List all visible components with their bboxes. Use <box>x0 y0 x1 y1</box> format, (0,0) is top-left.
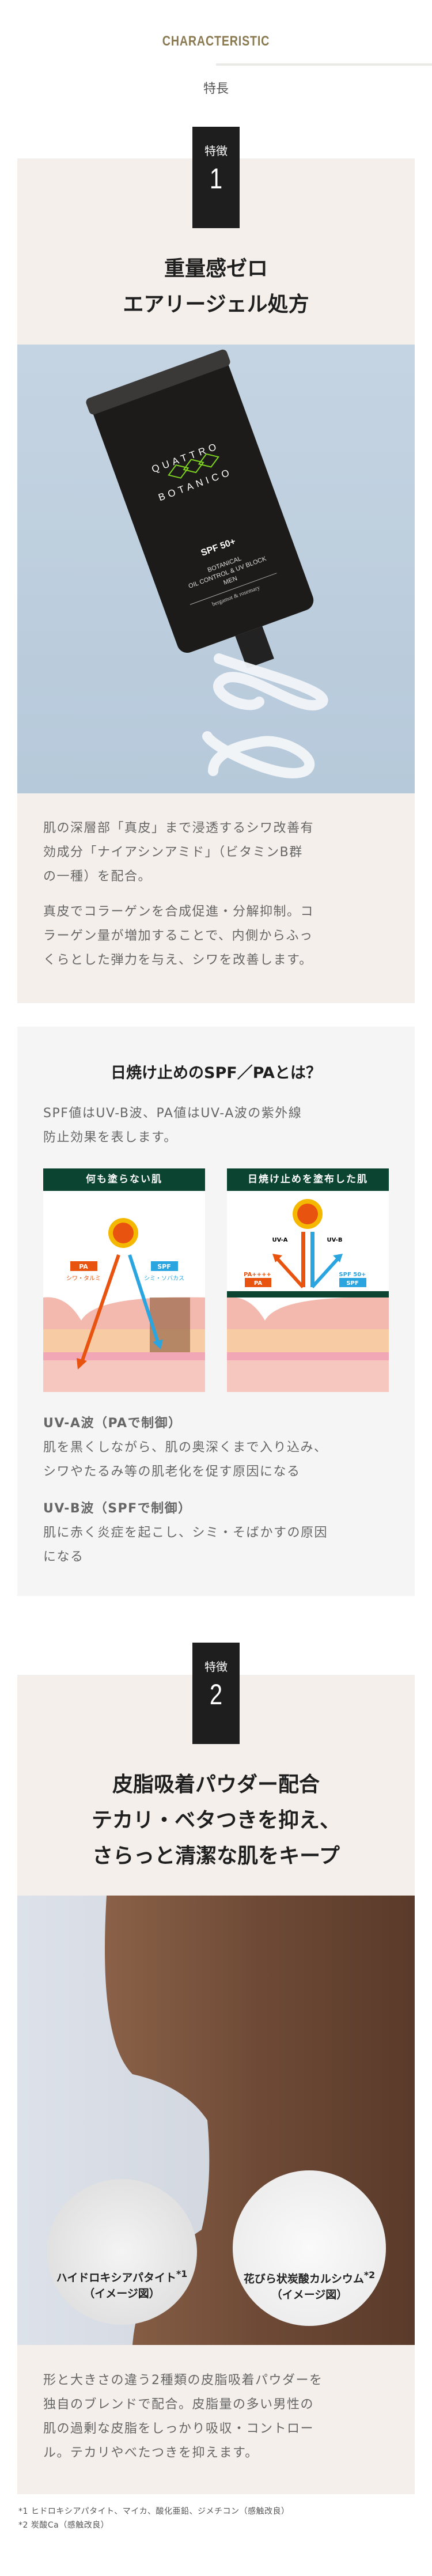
spf-tag-label: SPF <box>157 1263 171 1270</box>
uva-label: UV-A <box>272 1237 287 1243</box>
title-line: さらっと清潔な肌をキープ <box>92 1844 340 1868</box>
uva-arrow <box>79 1254 120 1364</box>
skin-layers <box>227 1297 389 1392</box>
powder-circle-calcium-carbonate: 花びら状炭酸カルシウム*2 （イメージ図） <box>233 2170 386 2326</box>
circle-label: 花びら状炭酸カルシウム <box>243 2272 364 2285</box>
uvb-label: UV-B <box>327 1237 343 1243</box>
divider <box>216 63 432 66</box>
title-line: 重量感ゼロ <box>164 257 268 281</box>
uva-heading: UV-A波（PAで制御） <box>43 1416 182 1431</box>
sunscreen-film <box>227 1291 389 1298</box>
uvb-reflect-arrow <box>310 1255 341 1289</box>
feature-1-title: 重量感ゼロ エアリージェル処方 <box>0 251 432 323</box>
spf-value: SPF 50+ <box>339 1272 366 1278</box>
footnote: *2 炭酸Ca（感触改良） <box>18 2521 109 2530</box>
skin-layers <box>43 1297 205 1392</box>
spf-pa-title: 日焼け止めのSPF／PAとは？ <box>111 1064 321 1082</box>
text-line: 効成分「ナイアシンアミド」（ビタミンB群 <box>43 845 303 860</box>
badge-label: 特徴 <box>204 1660 228 1674</box>
uva-reflect-arrow <box>274 1255 305 1289</box>
uvb-arrow <box>128 1254 160 1344</box>
powder-circle-hydroxyapatite: ハイドロキシアパタイト*1 （イメージ図） <box>47 2179 197 2325</box>
circle-label: ハイドロキシアパタイト <box>56 2271 176 2284</box>
spf-tag <box>151 1261 178 1271</box>
feature-1-paragraph: 真皮でコラーゲンを合成促進・分解抑制。コ ラーゲン量が増加することで、内側からふ… <box>43 900 389 973</box>
text-line: 防止効果を表します。 <box>43 1130 177 1145</box>
pa-value: PA++++ <box>244 1272 271 1278</box>
badge-label: 特徴 <box>204 144 228 158</box>
text-line: 肌の深層部「真皮」まで浸透するシワ改善有 <box>43 821 314 835</box>
product-tube: QUATTRO BOTANICO SPF 50+ BOTANICAL OIL C… <box>86 349 314 669</box>
uva-explanation: UV-A波（PAで制御） 肌を黒くしながら、肌の奥深くまで入り込み、 シワやたる… <box>43 1412 389 1484</box>
feature-2-paragraph: 形と大きさの違う2種類の皮脂吸着パウダーを 独自のブレンドで配合。皮脂量の多い男… <box>43 2369 389 2465</box>
text-line: シワやたるみ等の肌老化を促す原因になる <box>43 1465 301 1479</box>
gel-swirl <box>202 653 328 779</box>
title-line: テカリ・ベタつきを抑え、 <box>91 1809 340 1832</box>
footnote: *1 ヒドロキシアパタイト、マイカ、酸化亜鉛、ジメチコン（感触改良） <box>18 2507 290 2516</box>
sun-icon <box>108 1218 138 1248</box>
text-line: 肌を黒くしながら、肌の奥深くまで入り込み、 <box>43 1440 328 1455</box>
title-line: 皮脂吸着パウダー配合 <box>112 1773 320 1796</box>
diagram-header: 日焼け止めを塗布した肌 <box>227 1168 389 1191</box>
footnote-ref: *2 <box>363 2269 376 2280</box>
text-line: 肌に赤く炎症を起こし、シミ・そばかすの原因 <box>43 1526 328 1540</box>
badge-number: 2 <box>209 1678 223 1711</box>
text-line: 形と大きさの違う2種類の皮脂吸着パウダーを <box>43 2373 323 2388</box>
pa-effect-label: シワ・タルミ <box>66 1275 101 1282</box>
text-line: SPF値はUV-B波、PA値はUV-A波の紫外線 <box>43 1106 302 1121</box>
feature-1-paragraph: 肌の深層部「真皮」まで浸透するシワ改善有 効成分「ナイアシンアミド」（ビタミンB… <box>43 816 389 889</box>
text-line: になる <box>43 1550 84 1564</box>
uvb-explanation: UV-B波（SPFで制御） 肌に赤く炎症を起こし、シミ・そばかすの原因 になる <box>43 1497 389 1569</box>
model-photo: ハイドロキシアパタイト*1 （イメージ図） 花びら状炭酸カルシウム*2 （イメー… <box>17 1896 415 2345</box>
spf-effect-label: シミ・ソバカス <box>144 1275 184 1282</box>
feature-2-title: 皮脂吸着パウダー配合 テカリ・ベタつきを抑え、 さらっと清潔な肌をキープ <box>0 1767 432 1874</box>
text-line: 真皮でコラーゲンを合成促進・分解抑制。コ <box>43 905 314 919</box>
diagram-bare-skin: 何も塗らない肌 PA シワ・タルミ SPF シミ・ソバカス <box>43 1168 205 1392</box>
pa-tag-label: PA <box>79 1263 88 1270</box>
product-photo: QUATTRO BOTANICO SPF 50+ BOTANICAL OIL C… <box>17 345 415 793</box>
section-eyebrow: CHARACTERISTIC <box>162 33 270 49</box>
logo-mark-icon <box>168 453 219 479</box>
diagram-header: 何も塗らない肌 <box>43 1168 205 1191</box>
title-line: エアリージェル処方 <box>123 293 309 316</box>
feature-2-badge: 特徴 2 <box>192 1643 240 1744</box>
circle-caption: （イメージ図） <box>84 2287 160 2300</box>
text-line: 肌の過剰な皮脂をしっかり吸収・コントロー <box>43 2422 314 2436</box>
pa-tag-label: PA <box>254 1280 262 1287</box>
circle-caption: （イメージ図） <box>271 2288 348 2301</box>
text-line: ル。テカリやべたつきを抑えます。 <box>43 2446 259 2460</box>
feature-1-badge: 特徴 1 <box>192 127 240 228</box>
badge-number: 1 <box>209 162 223 195</box>
uvb-heading: UV-B波（SPFで制御） <box>43 1501 192 1516</box>
spf-tag-label: SPF <box>346 1280 358 1287</box>
text-line: 独自のブレンドで配合。皮脂量の多い男性の <box>43 2397 314 2412</box>
sun-icon <box>293 1199 323 1229</box>
diagram-sunscreen-skin: 日焼け止めを塗布した肌 UV-A UV-B PA++++ PA SPF 50+ … <box>227 1168 389 1392</box>
pa-tag <box>70 1261 97 1271</box>
section-title: 特長 <box>203 82 229 96</box>
spf-pa-intro: SPF値はUV-B波、PA値はUV-A波の紫外線 防止効果を表します。 <box>43 1102 389 1150</box>
footnote-ref: *1 <box>176 2268 188 2279</box>
text-line: くらとした弾力を与え、シワを改善します。 <box>43 953 313 967</box>
text-line: ラーゲン量が増加することで、内側からふっ <box>43 929 313 943</box>
text-line: の一種）を配合。 <box>43 869 152 884</box>
